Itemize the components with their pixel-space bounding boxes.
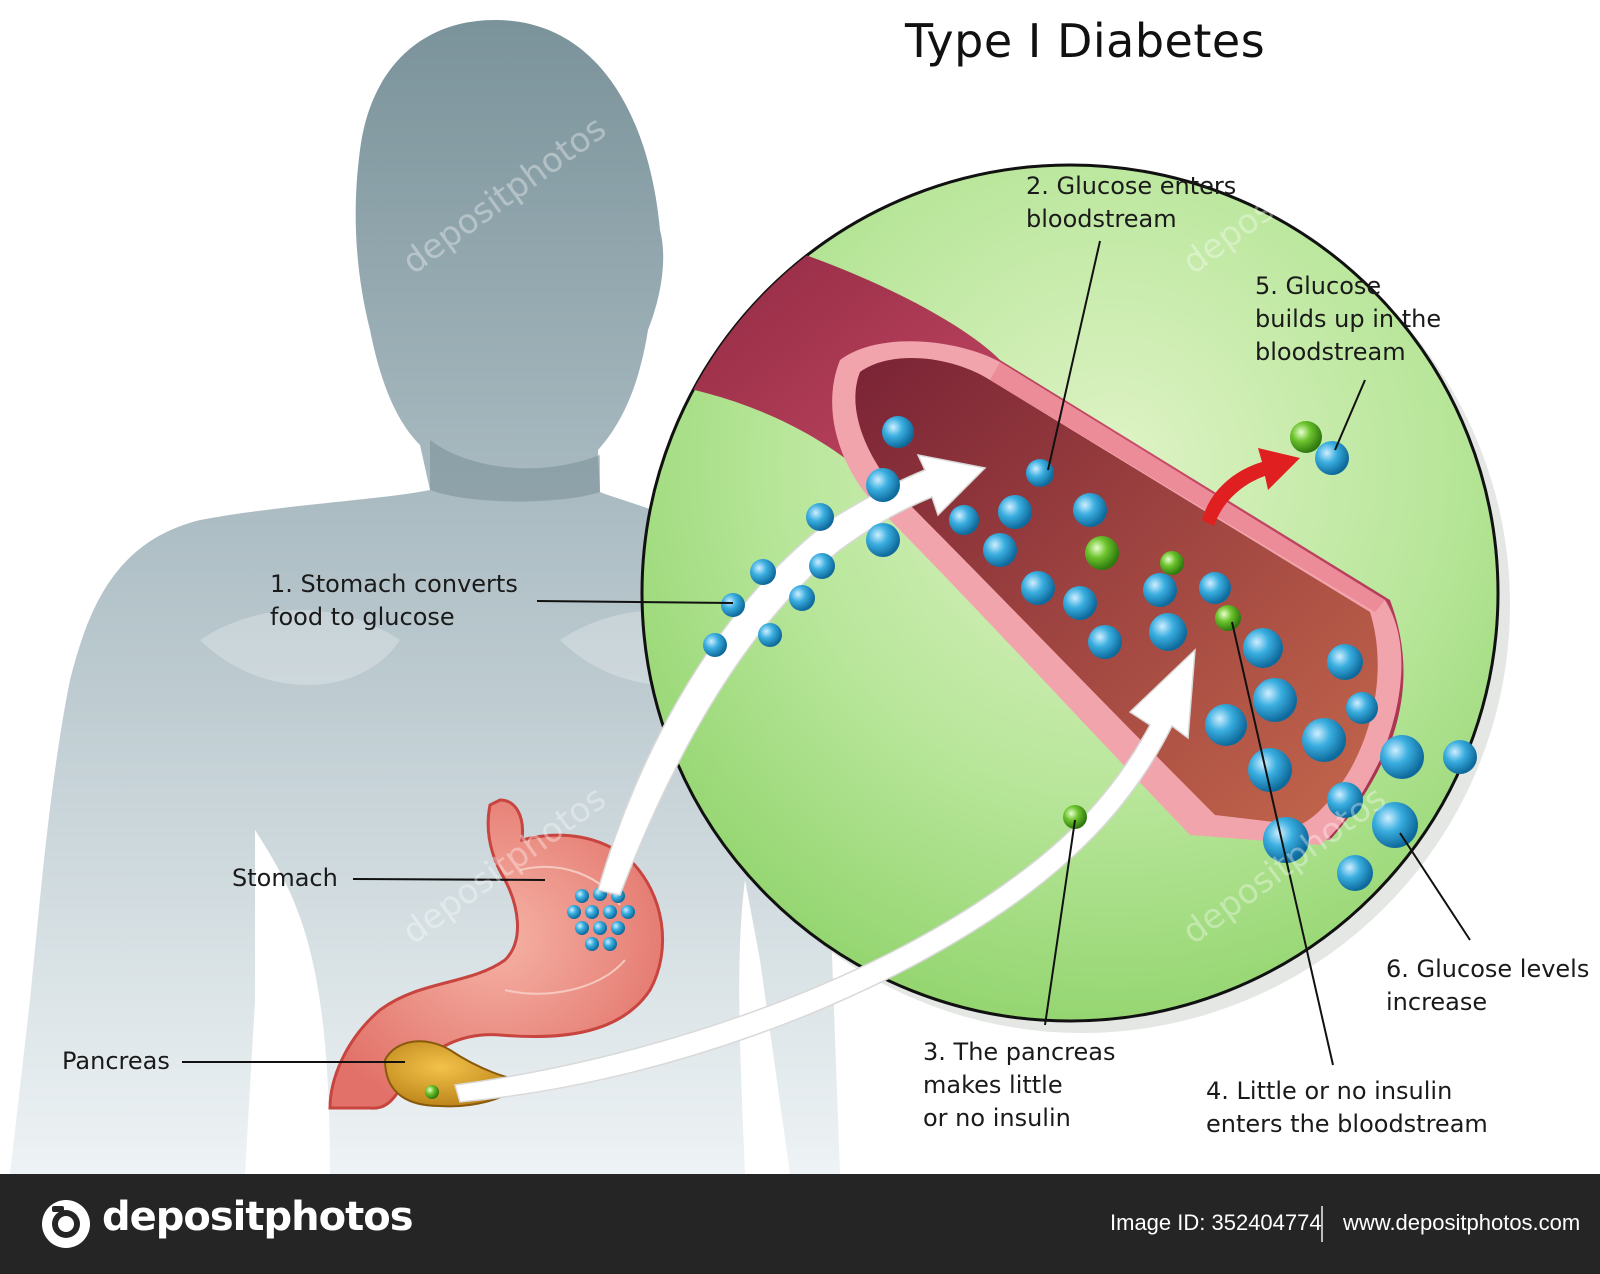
footer-divider	[1321, 1206, 1323, 1242]
label-line: 6. Glucose levels	[1386, 955, 1590, 983]
footer-banner: depositphotos Image ID: 352404774 www.de…	[0, 1174, 1600, 1274]
red-arrow	[1202, 448, 1300, 526]
label-line: bloodstream	[1026, 205, 1177, 233]
leader-lines	[182, 240, 1471, 1066]
label-step-3: 3. The pancreas makes little or no insul…	[923, 1036, 1115, 1135]
label-pancreas: Pancreas	[62, 1047, 170, 1075]
label-line: bloodstream	[1255, 338, 1406, 366]
label-step-5: 5. Glucose builds up in the bloodstream	[1255, 270, 1441, 369]
label-line: food to glucose	[270, 603, 455, 631]
label-step-6: 6. Glucose levels increase	[1386, 953, 1589, 1019]
stomach-glucose-cluster	[567, 887, 635, 951]
insulin-molecules	[425, 421, 1322, 1099]
label-step-2: 2. Glucose enters bloodstream	[1026, 170, 1236, 236]
label-line: increase	[1386, 988, 1488, 1016]
diagram-artwork	[10, 20, 1510, 1174]
label-line: 2. Glucose enters	[1026, 172, 1237, 200]
glucose-molecules	[703, 416, 1477, 891]
label-step-4: 4. Little or no insulin enters the blood…	[1206, 1075, 1488, 1141]
label-step-1: 1. Stomach converts food to glucose	[270, 568, 518, 634]
camera-logo-icon	[42, 1200, 90, 1248]
label-line: enters the bloodstream	[1206, 1110, 1488, 1138]
label-line: makes little	[923, 1071, 1063, 1099]
label-line: 3. The pancreas	[923, 1038, 1116, 1066]
label-line: or no insulin	[923, 1104, 1071, 1132]
image-id: Image ID: 352404774	[1110, 1210, 1322, 1235]
label-line: builds up in the	[1255, 305, 1442, 333]
brand-name: depositphotos	[102, 1194, 414, 1240]
label-line: 1. Stomach converts	[270, 570, 518, 598]
arrow-stomach-to-vessel	[597, 453, 987, 896]
label-line: 4. Little or no insulin	[1206, 1077, 1453, 1105]
arrow-pancreas-to-vessel	[454, 648, 1196, 1103]
label-line: 5. Glucose	[1255, 272, 1382, 300]
diagram-title: Type I Diabetes	[905, 14, 1266, 68]
label-stomach: Stomach	[232, 864, 338, 892]
site-url[interactable]: www.depositphotos.com	[1343, 1210, 1581, 1235]
